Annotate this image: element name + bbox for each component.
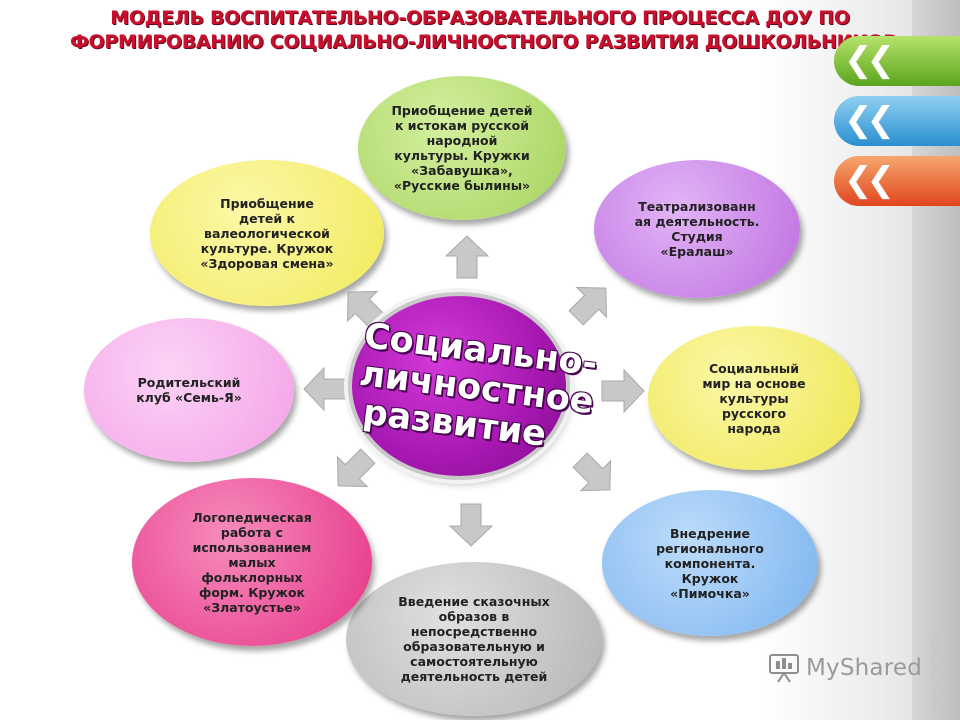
- node-top-text: Приобщение детей к истокам русской народ…: [391, 103, 533, 193]
- green-chevron-tab: ❮❮: [812, 36, 960, 86]
- arrow-left-icon: [303, 366, 347, 412]
- node-top-right: Театрализованн ая деятельность. Студия «…: [594, 160, 800, 298]
- node-bottom-right: Внедрение регионального компонента. Круж…: [602, 490, 818, 636]
- arrow-down-right-icon: [572, 452, 612, 492]
- double-chevron-left-icon: ❮❮: [844, 160, 895, 200]
- central-node: Социально- личностное развитие: [352, 296, 600, 476]
- presentation-board-icon: [769, 654, 799, 683]
- node-right-text: Социальный мир на основе культуры русско…: [702, 360, 806, 436]
- node-left: Родительский клуб «Семь-Я»: [84, 318, 294, 462]
- watermark-text: MyShared: [806, 655, 923, 681]
- node-bottom-left-text: Логопедическая работа с использованием м…: [192, 509, 312, 615]
- arrow-down-left-icon: [336, 448, 376, 488]
- arrow-up-icon: [444, 235, 490, 279]
- page-title-line-2: ФОРМИРОВАНИЮ СОЦИАЛЬНО-ЛИЧНОСТНОГО РАЗВИ…: [70, 31, 898, 53]
- node-top: Приобщение детей к истокам русской народ…: [358, 76, 566, 220]
- central-node-text: Социально- личностное развитие: [357, 316, 600, 455]
- arrow-right-icon: [601, 368, 645, 414]
- node-left-text: Родительский клуб «Семь-Я»: [136, 375, 242, 405]
- myshared-watermark: MyShared: [768, 652, 922, 684]
- side-url-text: www.myshared.ru: [929, 619, 940, 710]
- node-top-left-text: Приобщение детей к валеологической культ…: [200, 195, 334, 271]
- node-bottom-left: Логопедическая работа с использованием м…: [132, 478, 372, 646]
- page-title: МОДЕЛЬ ВОСПИТАТЕЛЬНО-ОБРАЗОВАТЕЛЬНОГО ПР…: [70, 6, 898, 54]
- page-title-line-1: МОДЕЛЬ ВОСПИТАТЕЛЬНО-ОБРАЗОВАТЕЛЬНОГО ПР…: [110, 7, 850, 29]
- node-right: Социальный мир на основе культуры русско…: [648, 326, 860, 470]
- node-top-right-text: Театрализованн ая деятельность. Студия «…: [634, 199, 760, 259]
- arrow-down-icon: [448, 503, 494, 547]
- node-bottom-text: Введение сказочных образов в непосредств…: [398, 594, 550, 684]
- double-chevron-left-icon: ❮❮: [844, 40, 895, 80]
- blue-chevron-tab: ❮❮: [812, 96, 960, 146]
- arrow-up-right-icon: [568, 286, 608, 326]
- node-bottom-right-text: Внедрение регионального компонента. Круж…: [656, 525, 764, 601]
- orange-chevron-tab: ❮❮: [812, 156, 960, 206]
- node-bottom: Введение сказочных образов в непосредств…: [346, 562, 602, 716]
- arrow-up-left-icon: [346, 290, 386, 330]
- node-top-left: Приобщение детей к валеологической культ…: [150, 160, 384, 306]
- double-chevron-left-icon: ❮❮: [844, 100, 895, 140]
